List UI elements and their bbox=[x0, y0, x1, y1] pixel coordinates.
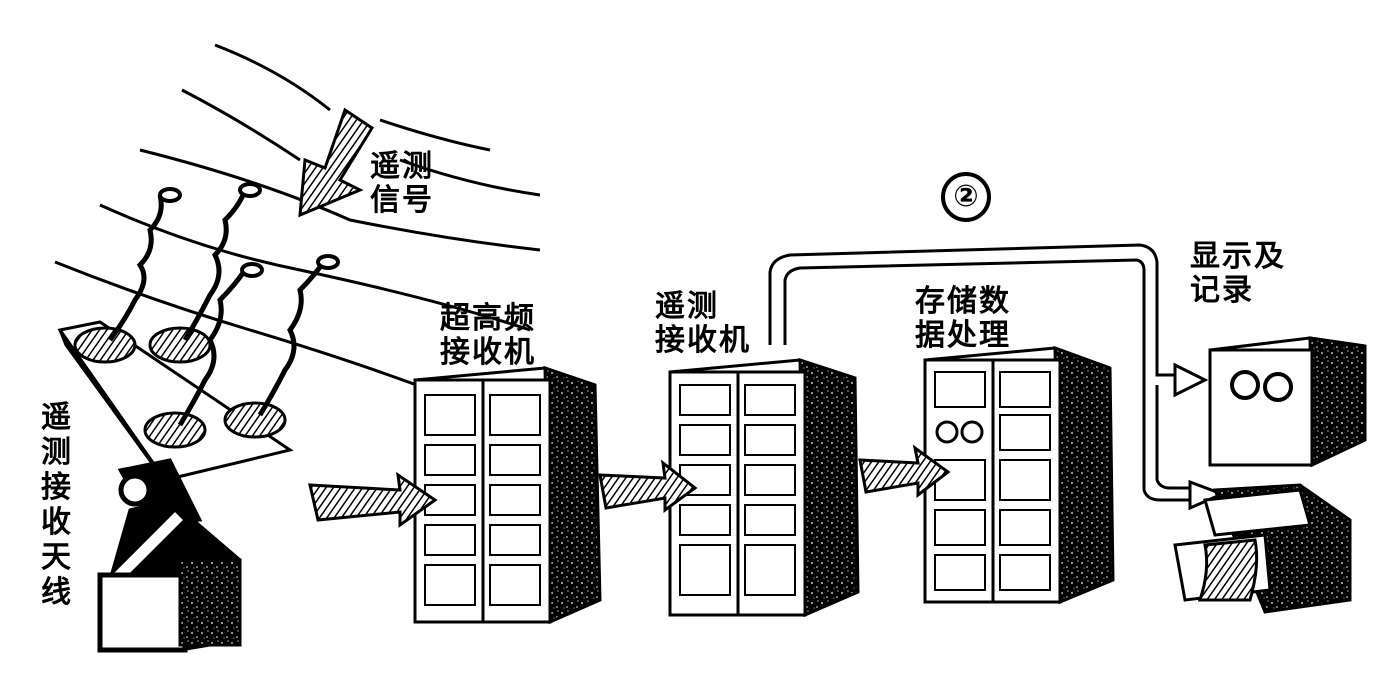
telemetry-signal-label: 遥测 信号 bbox=[370, 149, 434, 218]
step-number-badge: ② bbox=[941, 172, 991, 222]
telemetry-receiver-label: 遥测 接收机 bbox=[655, 289, 751, 358]
signal-arrow bbox=[298, 107, 375, 218]
display-unit bbox=[1208, 336, 1367, 468]
display-record-label: 显示及 记录 bbox=[1190, 239, 1286, 308]
telemetry-antenna-label: 遥测接收天线 bbox=[41, 400, 73, 610]
storage-processing-rack bbox=[923, 345, 1115, 605]
storage-processing-label: 存储数 据处理 bbox=[915, 284, 1011, 353]
uhf-receiver-rack bbox=[413, 365, 602, 625]
signal-waves bbox=[54, 43, 541, 392]
telemetry-receiver-rack bbox=[668, 357, 860, 618]
antenna bbox=[57, 182, 340, 653]
printer-unit bbox=[1173, 483, 1352, 614]
flow-arrows bbox=[308, 444, 951, 528]
uhf-receiver-label: 超高频 接收机 bbox=[440, 301, 536, 370]
output-pipe bbox=[768, 243, 1226, 511]
